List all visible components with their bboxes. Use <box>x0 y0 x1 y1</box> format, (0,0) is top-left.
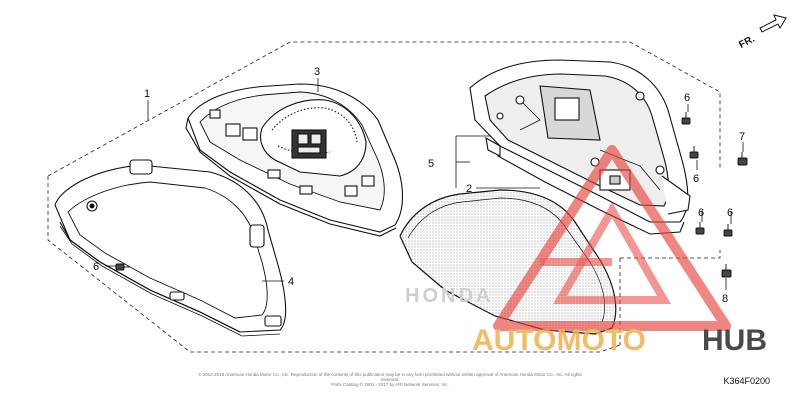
copyright-line-1: © 2013-2018 American Honda Motor Co., In… <box>198 372 582 382</box>
screw-7 <box>737 152 748 166</box>
callout-3: 3 <box>314 66 320 78</box>
callout-6-right: 6 <box>727 207 733 219</box>
figure-code: K364F0200 <box>723 376 770 386</box>
screw-6d <box>723 224 733 237</box>
leader-lines <box>106 78 744 290</box>
watermark-text-hub: HUB <box>702 324 767 357</box>
meter-cover-part <box>185 83 403 237</box>
lower-case-part <box>54 159 287 337</box>
front-direction-arrow-icon <box>759 14 787 33</box>
callout-4: 4 <box>288 276 294 288</box>
screw-6e <box>115 263 130 271</box>
callout-6-mid: 6 <box>693 173 699 185</box>
callout-2: 2 <box>466 183 472 195</box>
callout-7: 7 <box>739 131 745 143</box>
screw-6c <box>695 222 705 235</box>
screw-6a <box>681 112 691 125</box>
screws <box>115 112 748 278</box>
svg-text:HONDA: HONDA <box>405 285 493 307</box>
copyright-line-2: Parts Catalog © 2001 - 2017 by ARI Netwo… <box>331 382 449 387</box>
screw-8 <box>721 264 732 278</box>
callout-5: 5 <box>428 158 434 170</box>
callout-6-left: 6 <box>93 261 99 273</box>
screw-6b <box>689 146 699 159</box>
copyright-notice: © 2013-2018 American Honda Motor Co., In… <box>190 372 590 387</box>
front-direction-label: FR. <box>737 33 757 50</box>
watermark-logo: AUTOMOTO HUB <box>472 145 767 357</box>
callout-6-lower: 6 <box>698 207 704 219</box>
callout-6-top: 6 <box>684 92 690 104</box>
watermark-text-automoto: AUTOMOTO <box>472 324 646 357</box>
callout-1: 1 <box>144 88 150 100</box>
callout-8: 8 <box>722 293 728 305</box>
